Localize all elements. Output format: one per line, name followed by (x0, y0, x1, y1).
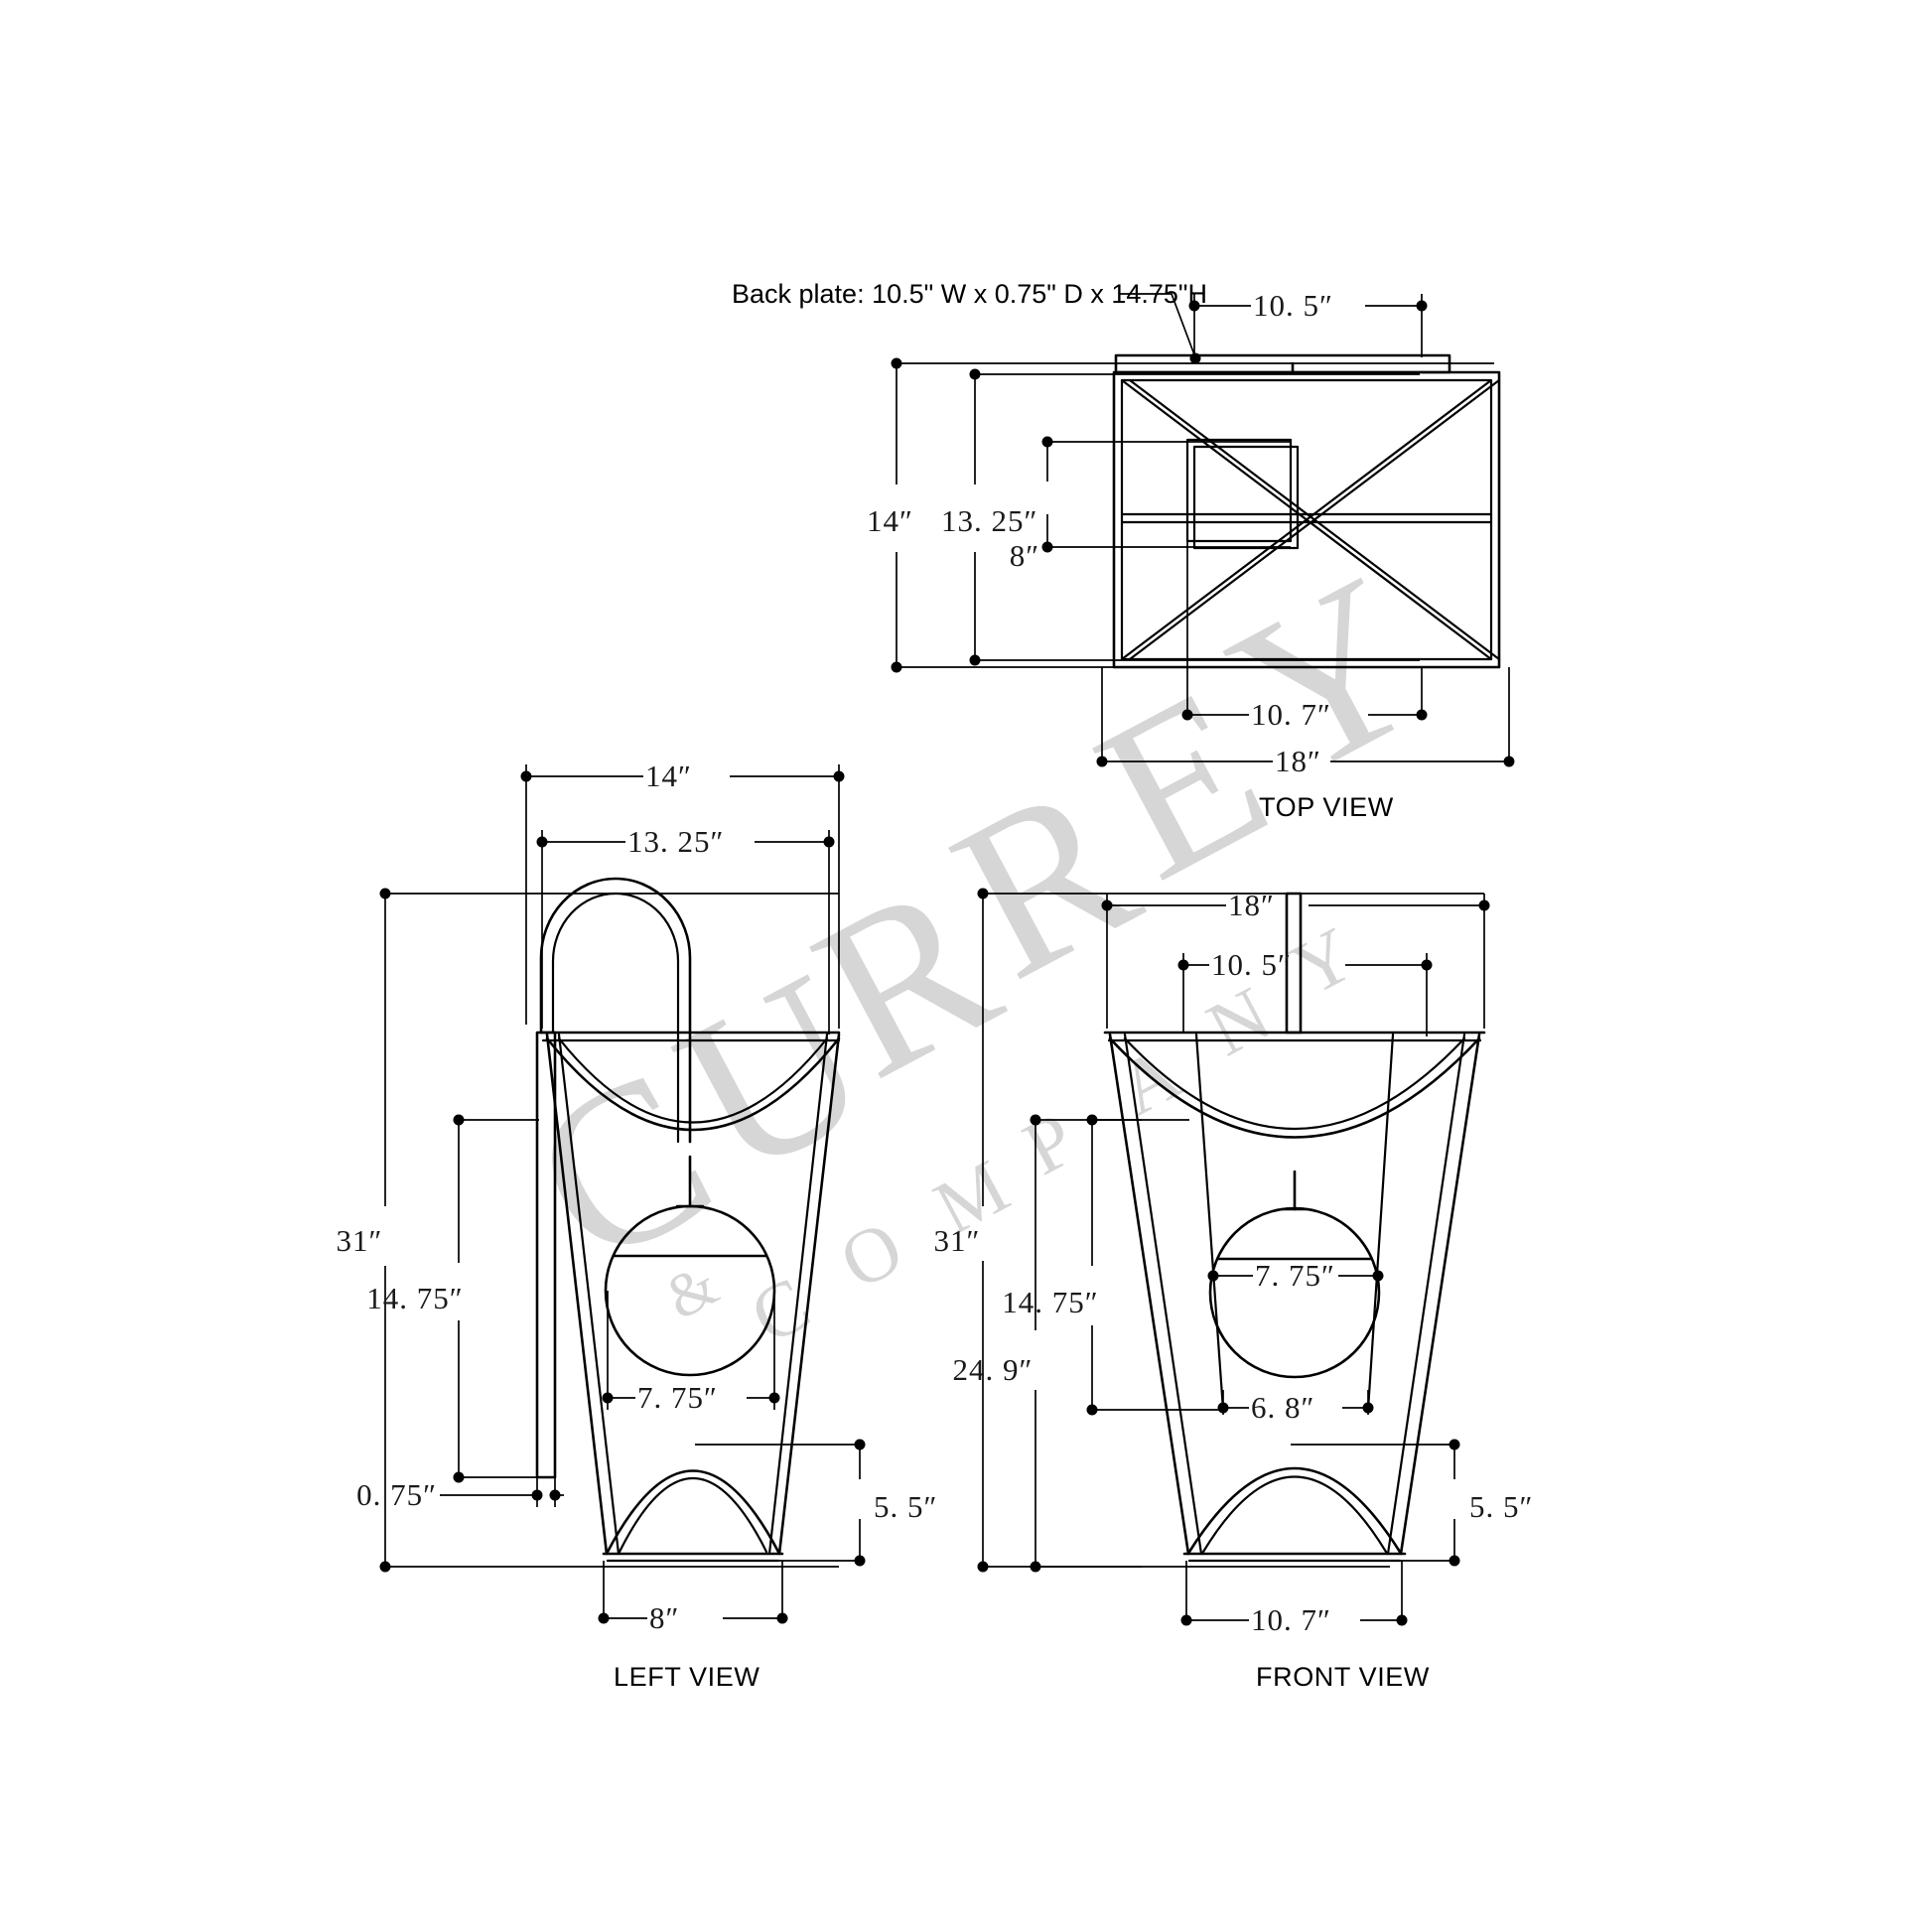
left-view-label: LEFT VIEW (614, 1662, 759, 1692)
dim-label: 10. 7″ (1251, 1602, 1331, 1637)
top-view-inner-frame (1120, 378, 1493, 661)
dim-label: 13. 25″ (627, 824, 724, 859)
dim-left-view-7-75: 7. 75″ (602, 1291, 780, 1415)
dim-top-view-13-25: 13. 25″ (941, 368, 1420, 666)
dim-front-view-7-75: 7. 75″ (1207, 1258, 1384, 1293)
dim-label: 8″ (649, 1600, 679, 1635)
back-plate-note: Back plate: 10.5" W x 0.75" D x 14.75"H (732, 279, 1207, 364)
dim-front-view-5-5: 5. 5″ (1291, 1439, 1533, 1567)
top-view-diagonal-braces (1120, 378, 1501, 661)
watermark-letter: N (1193, 970, 1284, 1072)
dim-left-view-5-5: 5. 5″ (695, 1439, 937, 1567)
dim-label: 6. 8″ (1251, 1390, 1314, 1425)
dim-label: 10. 7″ (1251, 697, 1331, 732)
dim-label: 31″ (337, 1223, 383, 1258)
dim-top-view-8: 8″ (1010, 436, 1291, 573)
front-view-globe (1208, 1206, 1381, 1379)
dim-left-view-14: 14″ (520, 759, 845, 1029)
top-view-label: TOP VIEW (1259, 792, 1394, 822)
watermark-letter: C (737, 1260, 823, 1360)
dim-label: 31″ (934, 1223, 981, 1258)
dim-label: 7. 75″ (1255, 1258, 1335, 1293)
top-view-core-square (1185, 438, 1293, 543)
dim-left-view-0-75: 0. 75″ (356, 1445, 564, 1512)
top-view-group: 10. 5″ Back plate: 10.5" W x 0.75" D x 1… (732, 279, 1515, 822)
front-view-inner-posts (1194, 1033, 1395, 1412)
dim-label: 0. 75″ (356, 1477, 437, 1512)
front-view-bottom-arc (1187, 1466, 1402, 1554)
dim-label: 10. 5″ (1253, 288, 1333, 323)
dim-label: 8″ (1010, 538, 1039, 573)
dim-label: 5. 5″ (1469, 1489, 1533, 1524)
dim-top-view-10-5: 10. 5″ (1188, 288, 1428, 357)
dim-front-view-31: 31″ (934, 888, 1484, 1573)
dim-front-view-10-7: 10. 7″ (1180, 1561, 1408, 1637)
dim-front-view-10-5: 10. 5″ (1177, 947, 1433, 1036)
dim-left-view-8: 8″ (598, 1561, 788, 1635)
dim-label: 7. 75″ (637, 1380, 718, 1415)
dim-left-view-14-75: 14. 75″ (366, 1114, 539, 1483)
watermark-letter: O (826, 1203, 916, 1306)
dim-top-view-18: 18″ (1096, 667, 1515, 778)
dim-label: 14″ (645, 759, 692, 793)
watermark-letter: P (1010, 1095, 1088, 1191)
left-view-group: 14″ 13. 25″ 31″ (337, 759, 937, 1692)
dim-front-view-6-8: 6. 8″ (1217, 1390, 1374, 1425)
left-view-body-taper (545, 1033, 841, 1556)
dim-left-view-13-25: 13. 25″ (536, 824, 835, 1035)
dim-label: 10. 5″ (1211, 947, 1292, 982)
dim-label: 18″ (1275, 744, 1321, 778)
top-view-core-square-offset (1192, 445, 1300, 550)
dim-top-view-10-7: 10. 7″ (1181, 541, 1428, 732)
dim-front-view-24-9: 24. 9″ (953, 1114, 1142, 1573)
dim-label: 14. 75″ (366, 1281, 463, 1315)
dim-top-view-14: 14″ (867, 357, 1494, 673)
front-view-body-taper (1108, 1033, 1481, 1556)
dim-label: 5. 5″ (874, 1489, 937, 1524)
dim-label: 24. 9″ (953, 1352, 1034, 1387)
front-view-group: 18″ 10. 5″ 31″ (934, 888, 1533, 1692)
dim-label: 14″ (867, 503, 913, 538)
dim-left-view-31: 31″ (337, 888, 839, 1573)
front-view-upper-bowl (1108, 1036, 1481, 1139)
left-view-bottom-arc (606, 1469, 780, 1554)
front-view-label: FRONT VIEW (1256, 1662, 1430, 1692)
dim-label: 13. 25″ (941, 503, 1037, 538)
dim-label: 14. 75″ (1002, 1285, 1098, 1319)
left-view-upper-bowl (545, 1036, 841, 1132)
